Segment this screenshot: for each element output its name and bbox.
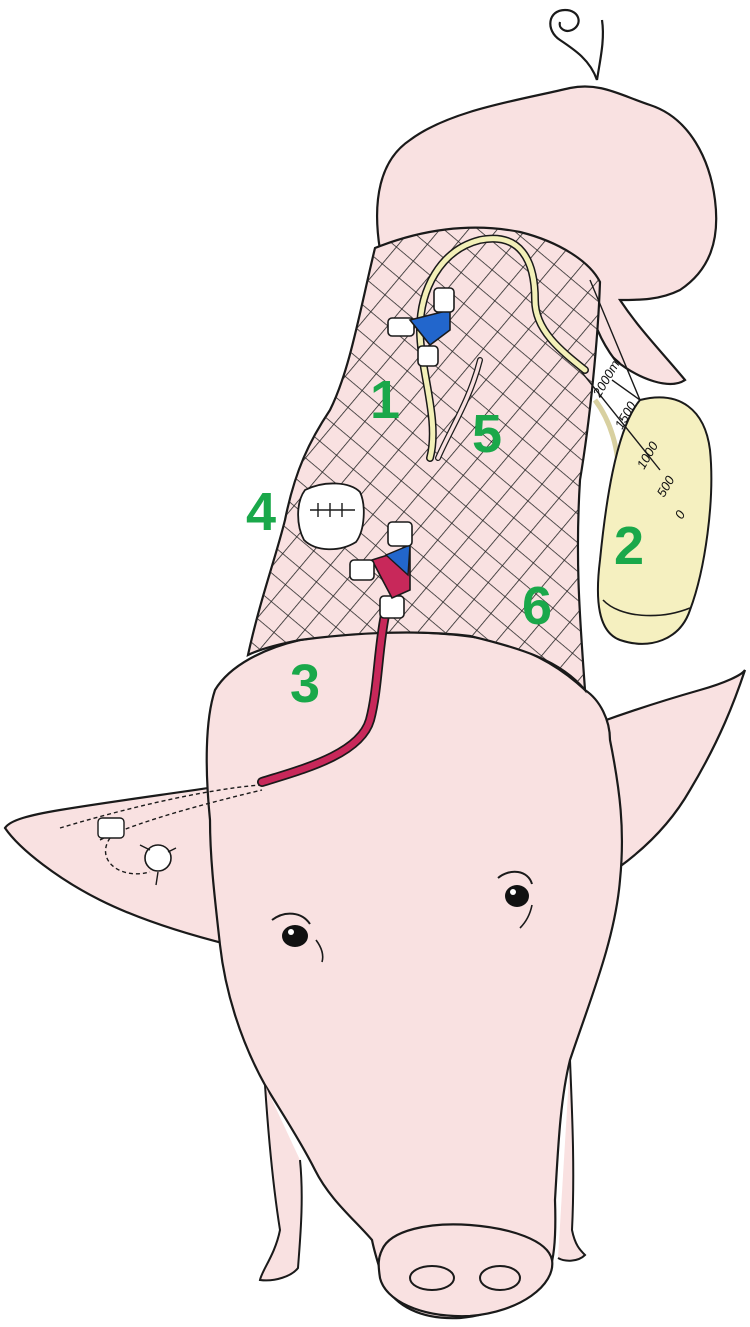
upper-connector — [387, 287, 455, 367]
label-3: 3 — [290, 654, 320, 714]
pig-right-leg — [557, 1059, 587, 1262]
dressing-patch — [297, 482, 365, 551]
label-2: 2 — [614, 516, 644, 576]
pig-snout — [377, 1223, 554, 1318]
label-4: 4 — [246, 482, 276, 542]
pig-tail — [549, 8, 605, 81]
label-6: 6 — [522, 576, 552, 636]
left-nostril — [409, 1265, 455, 1291]
pig-eyes — [271, 870, 533, 963]
right-nostril — [479, 1265, 521, 1291]
pig-body-head — [205, 631, 624, 1320]
lower-connector — [349, 521, 413, 619]
urine-collection-bag: 2000ml 1500 1000 500 0 — [579, 279, 713, 645]
label-1: 1 — [370, 370, 400, 430]
ear-port — [59, 784, 263, 886]
pig-left-leg — [258, 1084, 303, 1282]
label-5: 5 — [472, 404, 502, 464]
